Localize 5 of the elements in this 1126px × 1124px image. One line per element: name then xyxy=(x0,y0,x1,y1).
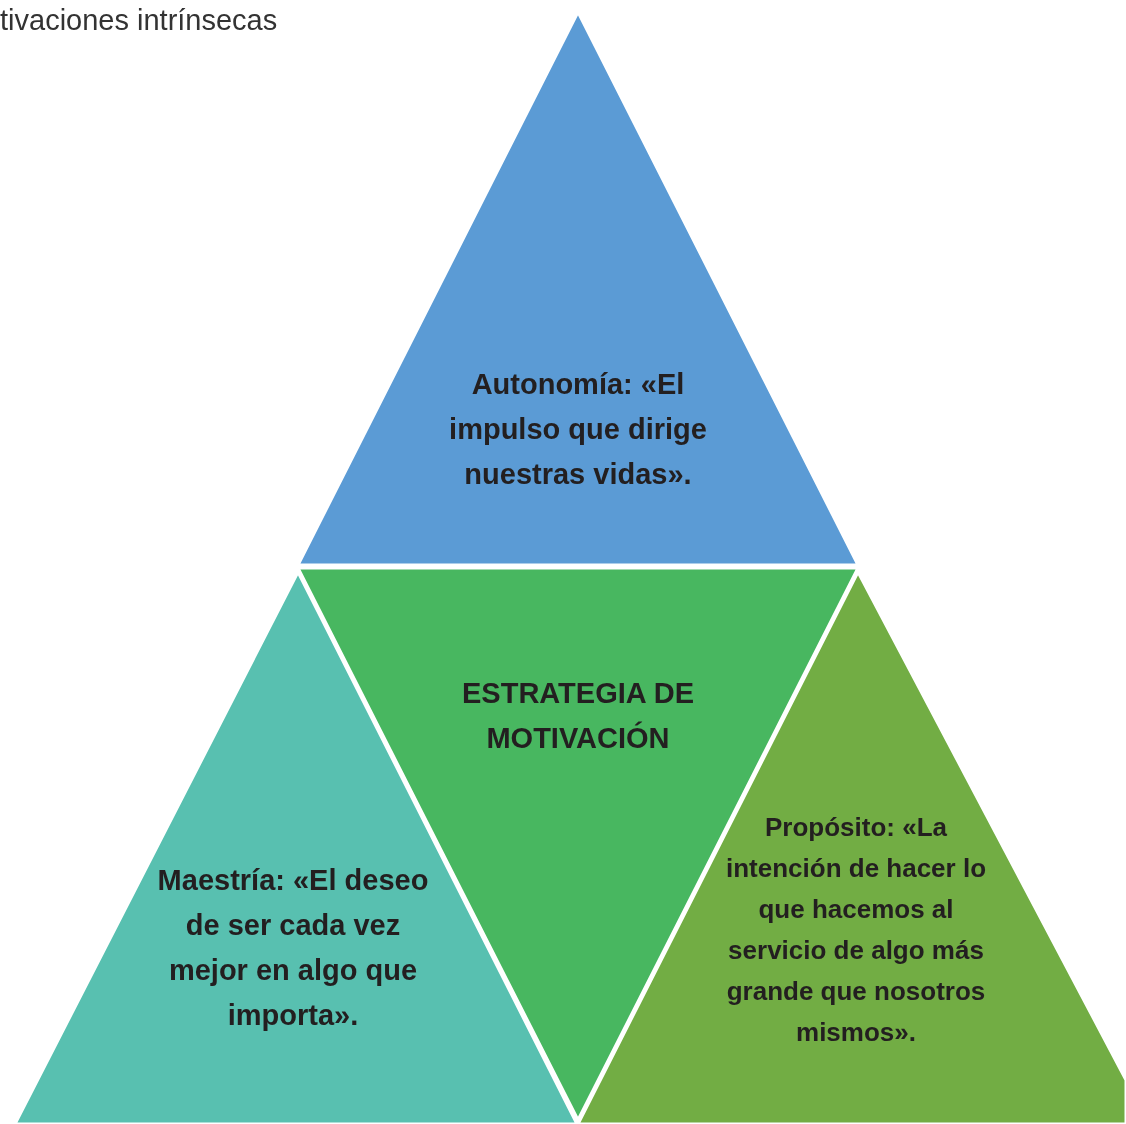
triangle-text: Autonomía: «El impulso que dirige nuestras vidas». xyxy=(448,367,708,492)
triangle-text: Maestría: «El deseo de ser cada vez mejor en algo que importa». xyxy=(156,863,430,1033)
center-title: ESTRATEGIA DE MOTIVACIÓN xyxy=(461,676,695,756)
cut-off-heading: tivaciones intrínsecas xyxy=(0,4,278,37)
triangle-text: Propósito: «La intención de hacer lo que hacemos al servicio de algo más grande que nosotros mismos». xyxy=(724,811,988,1049)
